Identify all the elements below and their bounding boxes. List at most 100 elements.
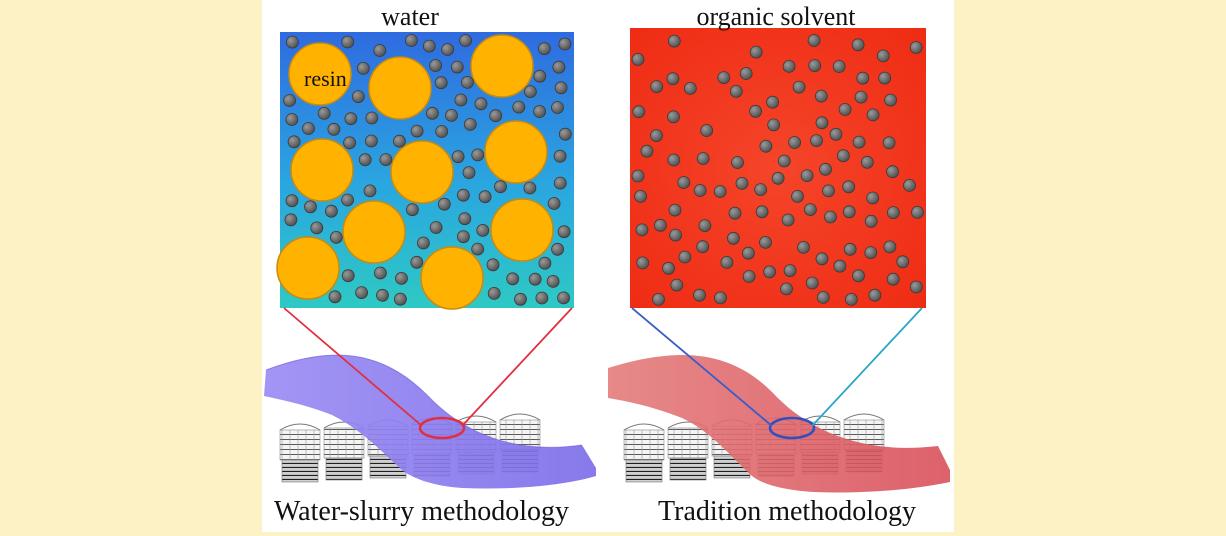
- filler-particle: [739, 67, 753, 80]
- filler-particle: [670, 278, 684, 292]
- resin-sphere: [368, 56, 432, 120]
- filler-particle: [887, 206, 900, 220]
- filler-particle: [866, 191, 880, 205]
- diagram-artwork: [264, 28, 950, 493]
- filler-particle: [404, 34, 418, 47]
- filler-particle: [636, 256, 650, 270]
- filler-particle: [693, 184, 707, 197]
- resin-sphere: [420, 246, 484, 310]
- filler-particle: [819, 162, 832, 176]
- filler-particle: [668, 203, 682, 217]
- lattice-arch: [843, 413, 885, 421]
- filler-particle: [489, 109, 503, 123]
- filler-particle: [842, 180, 856, 194]
- filler-particle: [487, 286, 501, 300]
- filler-particle: [284, 213, 298, 227]
- filler-particle: [365, 111, 379, 125]
- filler-particle: [310, 221, 324, 235]
- filler-particle: [896, 255, 910, 269]
- filler-particle: [833, 259, 847, 273]
- filler-particle: [287, 135, 301, 149]
- filler-particle: [856, 71, 870, 85]
- filler-particle: [358, 153, 372, 167]
- filler-particle: [537, 42, 551, 55]
- filler-particle: [325, 204, 338, 218]
- coating-ribbon-icon: [264, 355, 596, 489]
- filler-particle: [471, 242, 485, 256]
- filler-particle: [876, 49, 890, 63]
- filler-particle: [459, 34, 473, 47]
- filler-particle: [460, 76, 474, 89]
- filler-particle: [842, 205, 856, 219]
- filler-particle: [435, 125, 449, 138]
- filler-particle: [393, 292, 407, 306]
- filler-particle: [777, 154, 791, 168]
- filler-particle: [463, 118, 477, 131]
- filler-particle: [304, 200, 317, 214]
- filler-particle: [755, 205, 769, 219]
- filler-particle: [445, 109, 458, 122]
- lattice-block-front: [669, 457, 707, 481]
- filler-particle: [771, 171, 785, 185]
- filler-particle: [868, 288, 882, 302]
- filler-particle: [558, 37, 572, 51]
- filler-particle: [363, 184, 377, 198]
- filler-particle: [528, 272, 542, 286]
- filler-particles-solvent: [631, 34, 924, 306]
- filler-particle: [437, 197, 451, 211]
- filler-particle: [845, 292, 858, 306]
- filler-particle: [416, 236, 430, 250]
- filler-particle: [696, 240, 710, 254]
- left-coating-illustration: [264, 307, 596, 489]
- filler-particle: [341, 193, 354, 207]
- lattice-arch: [455, 415, 497, 423]
- filler-particle: [535, 291, 549, 305]
- filler-particle: [512, 100, 526, 114]
- filler-particle: [376, 288, 389, 302]
- filler-particle: [788, 136, 801, 149]
- filler-particle: [882, 136, 896, 150]
- filler-particle: [405, 203, 419, 217]
- right-coating-illustration: [608, 307, 950, 493]
- filler-particle: [720, 255, 734, 269]
- filler-particle: [523, 85, 537, 98]
- diagram-canvas: water organic solvent resin Water-slurry…: [262, 0, 954, 532]
- filler-particle: [851, 38, 865, 52]
- filler-particle: [805, 276, 819, 290]
- filler-particle: [558, 127, 572, 141]
- filler-particle: [759, 235, 772, 249]
- filler-particle: [650, 129, 663, 143]
- lattice-block: [667, 427, 709, 459]
- filler-particle: [852, 135, 866, 149]
- filler-particle: [344, 112, 358, 126]
- organic-solvent-label: organic solvent: [696, 2, 856, 31]
- filler-particle: [329, 230, 343, 244]
- filler-particle: [824, 210, 837, 224]
- filler-particle: [557, 225, 571, 239]
- filler-particle: [864, 246, 878, 260]
- filler-particle: [782, 60, 796, 73]
- filler-particle: [533, 69, 547, 83]
- filler-particle: [285, 35, 299, 49]
- filler-particle: [328, 290, 342, 304]
- filler-particle: [351, 90, 365, 103]
- filler-particle: [285, 194, 299, 208]
- filler-particle: [429, 221, 443, 234]
- water-slurry-caption: Water-slurry methodology: [274, 496, 569, 527]
- filler-particle: [837, 149, 850, 163]
- filler-particle: [783, 264, 797, 278]
- filler-particle: [749, 45, 763, 59]
- lattice-block-front: [625, 459, 663, 483]
- filler-particle: [462, 166, 476, 180]
- resin-particles: [276, 34, 554, 310]
- filler-particle: [791, 189, 804, 203]
- filler-particle: [302, 122, 315, 135]
- filler-particle: [410, 255, 424, 269]
- filler-particle: [741, 246, 755, 260]
- filler-particle: [838, 103, 852, 116]
- filler-particle: [355, 286, 368, 300]
- filler-particle: [852, 269, 865, 283]
- resin-label: resin: [304, 66, 347, 91]
- filler-particle: [317, 107, 331, 120]
- zoom-line-right: [811, 307, 923, 427]
